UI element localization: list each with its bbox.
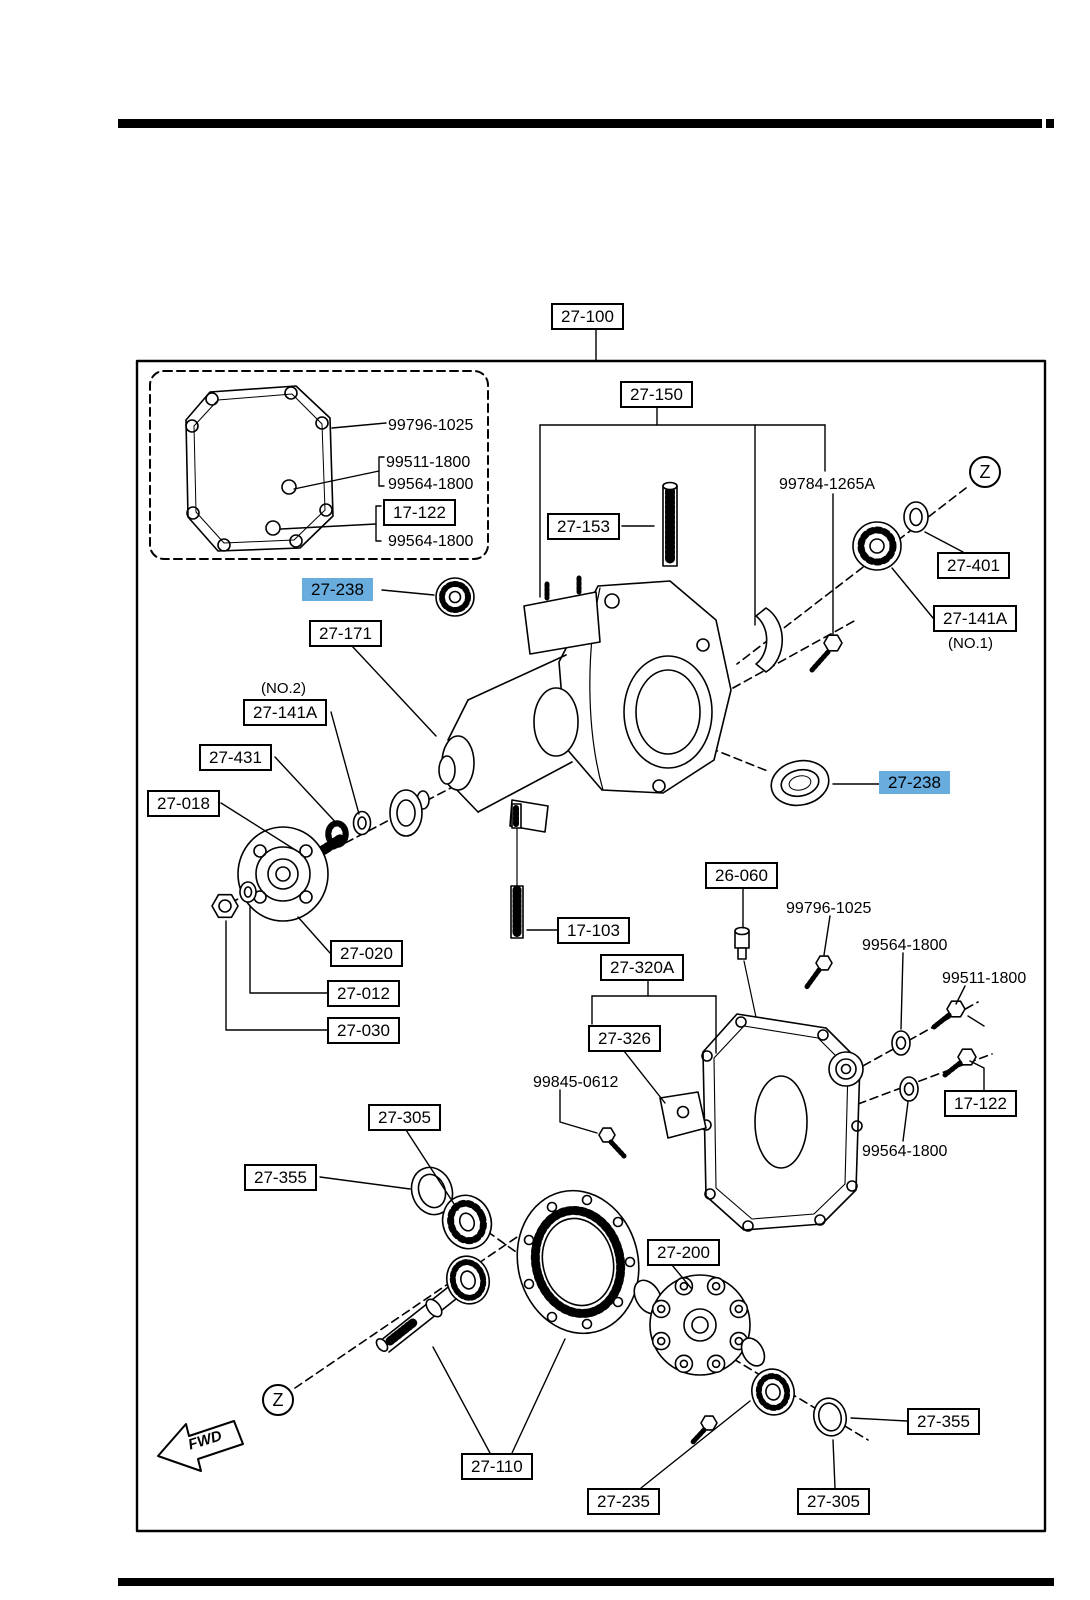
highlight-label-27-238-b[interactable]: 27-238 bbox=[879, 771, 950, 794]
part-ref-99511-1800: 99511-1800 bbox=[386, 454, 471, 471]
note-no2: (NO.2) bbox=[261, 680, 306, 697]
part-label-27-030: 27-030 bbox=[327, 1017, 400, 1044]
part-ref-99564-1800: 99564-1800 bbox=[388, 476, 474, 493]
breather-stud-drawing bbox=[662, 481, 678, 567]
collar-and-bolt-drawing bbox=[755, 607, 843, 673]
fastener-drawing bbox=[803, 955, 977, 1102]
part-label-27-018: 27-018 bbox=[147, 790, 220, 817]
note-no1: (NO.1) bbox=[948, 635, 993, 652]
oil-seal-right-drawing bbox=[770, 759, 830, 807]
gasket-drawing bbox=[149, 370, 489, 560]
part-label-26-060: 26-060 bbox=[705, 862, 778, 889]
part-label-17-122-b: 17-122 bbox=[944, 1090, 1017, 1117]
part-label-27-110: 27-110 bbox=[461, 1453, 533, 1480]
ring-gear-drawing bbox=[516, 1189, 640, 1335]
top-right-bearing-drawing bbox=[852, 501, 929, 571]
companion-flange-drawing bbox=[211, 789, 430, 922]
part-label-27-320A: 27-320A bbox=[600, 954, 685, 981]
part-label-27-305-a: 27-305 bbox=[368, 1104, 441, 1131]
part-ref-99784-1265A: 99784-1265A bbox=[779, 476, 876, 493]
part-label-27-141A-no2: 27-141A bbox=[243, 699, 328, 726]
baffle-plate-drawing bbox=[598, 1091, 707, 1159]
part-label-27-012: 27-012 bbox=[327, 980, 400, 1007]
part-label-27-141A-no1: 27-141A bbox=[933, 605, 1018, 632]
part-ref-99845-0612: 99845-0612 bbox=[533, 1074, 619, 1091]
part-ref-99796-1025-b: 99796-1025 bbox=[786, 900, 872, 917]
part-ref-99564-1800-c: 99564-1800 bbox=[862, 937, 948, 954]
part-label-27-235: 27-235 bbox=[587, 1488, 660, 1515]
housing-drawing bbox=[438, 575, 732, 833]
part-label-27-153: 27-153 bbox=[547, 513, 620, 540]
part-label-27-020: 27-020 bbox=[330, 940, 403, 967]
part-label-27-431: 27-431 bbox=[199, 744, 272, 771]
stud-drawing bbox=[510, 827, 524, 939]
pinion-gear-drawing bbox=[375, 1255, 491, 1353]
z-marker-bottom: Z bbox=[262, 1384, 294, 1416]
highlight-label-27-238-a[interactable]: 27-238 bbox=[302, 578, 373, 601]
rear-cover-drawing bbox=[700, 1013, 864, 1232]
z-marker-top: Z bbox=[969, 456, 1001, 488]
part-label-17-103: 17-103 bbox=[557, 917, 630, 944]
label-leader-lines bbox=[220, 329, 985, 1489]
part-ref-99564-1800-d: 99564-1800 bbox=[862, 1143, 948, 1160]
pinion-bearing-drawing bbox=[435, 577, 475, 617]
part-label-27-200: 27-200 bbox=[647, 1239, 720, 1266]
part-label-27-326: 27-326 bbox=[588, 1025, 661, 1052]
part-label-27-171: 27-171 bbox=[309, 620, 382, 647]
part-ref-99796-1025: 99796-1025 bbox=[388, 417, 474, 434]
part-label-27-100: 27-100 bbox=[551, 303, 624, 330]
breather-plug-drawing bbox=[734, 926, 758, 1023]
part-label-27-150: 27-150 bbox=[620, 381, 693, 408]
part-label-27-401: 27-401 bbox=[937, 552, 1010, 579]
part-label-27-305-b: 27-305 bbox=[797, 1488, 870, 1515]
diff-case-drawing bbox=[633, 1274, 766, 1376]
part-ref-99564-1800-b: 99564-1800 bbox=[388, 533, 474, 550]
part-label-27-355-b: 27-355 bbox=[907, 1408, 980, 1435]
part-ref-99511-1800-b: 99511-1800 bbox=[942, 970, 1027, 987]
page-frame bbox=[118, 119, 1054, 1586]
side-bearing-drawing bbox=[689, 1368, 848, 1446]
part-label-17-122: 17-122 bbox=[383, 499, 456, 526]
fwd-arrow bbox=[157, 1420, 244, 1472]
front-bearing-drawing bbox=[410, 1166, 493, 1250]
part-label-27-355-a: 27-355 bbox=[244, 1164, 317, 1191]
